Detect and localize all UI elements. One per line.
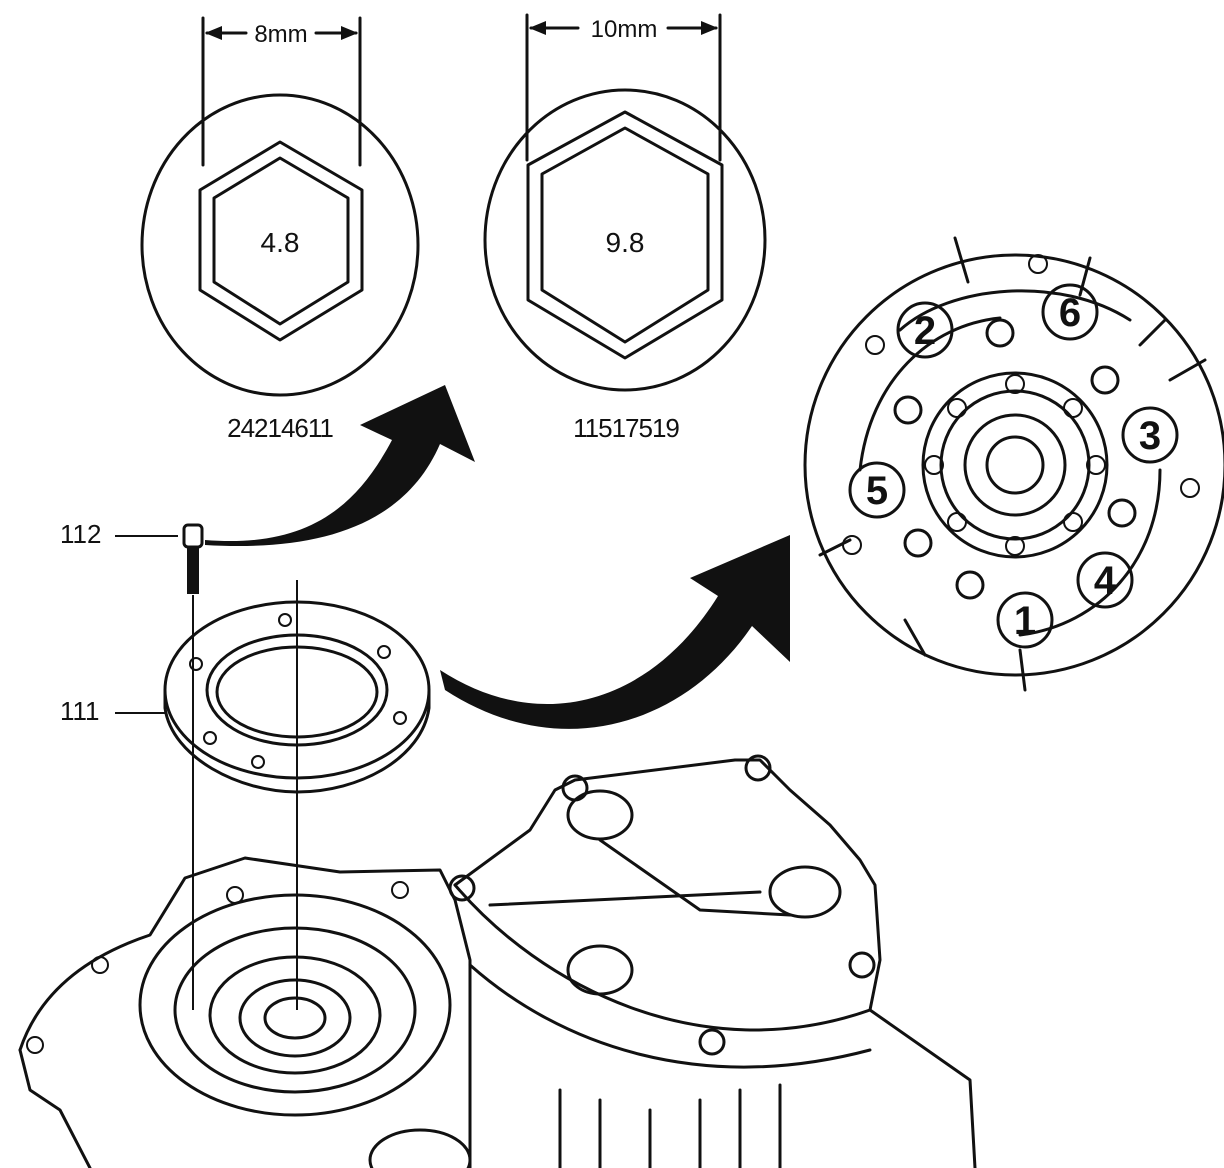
arrow-to-sockets: [205, 385, 475, 547]
tightening-sequence-detail: 1 2 3 4 5 6: [803, 236, 1224, 692]
socket-10mm-dimension: 10mm: [591, 16, 658, 43]
sequence-marker-5: 5: [848, 461, 906, 519]
socket-10mm-grade: 9.8: [606, 227, 645, 258]
sequence-marker-3: 3: [1121, 406, 1179, 464]
sequence-marker-2: 2: [896, 301, 954, 359]
transmission-housing: [18, 754, 977, 1168]
socket-8mm: 8mm 4.8 24214611: [140, 16, 420, 443]
sequence-marker-4: 4: [1076, 551, 1134, 609]
sequence-number: 5: [866, 469, 888, 513]
bolt-112: [182, 523, 204, 1010]
socket-8mm-part-number: 24214611: [227, 413, 333, 443]
socket-10mm-part-number: 11517519: [573, 413, 679, 443]
callout-112: 112: [60, 519, 178, 549]
socket-8mm-grade: 4.8: [261, 227, 300, 258]
sequence-number: 3: [1139, 414, 1161, 458]
sequence-marker-6: 6: [1041, 283, 1099, 341]
sequence-number: 2: [914, 309, 936, 353]
socket-10mm: 10mm 9.8 11517519: [483, 13, 767, 443]
sequence-number: 1: [1014, 599, 1036, 643]
callout-111-label: 111: [60, 696, 100, 726]
callout-112-label: 112: [60, 519, 101, 549]
sequence-number: 4: [1094, 559, 1117, 603]
socket-8mm-dimension: 8mm: [254, 21, 307, 48]
sequence-marker-1: 1: [996, 591, 1054, 649]
cover-plate-111: [163, 580, 431, 1010]
arrow-to-detail: [440, 535, 790, 729]
sequence-number: 6: [1059, 291, 1081, 335]
callout-111: 111: [60, 696, 166, 726]
